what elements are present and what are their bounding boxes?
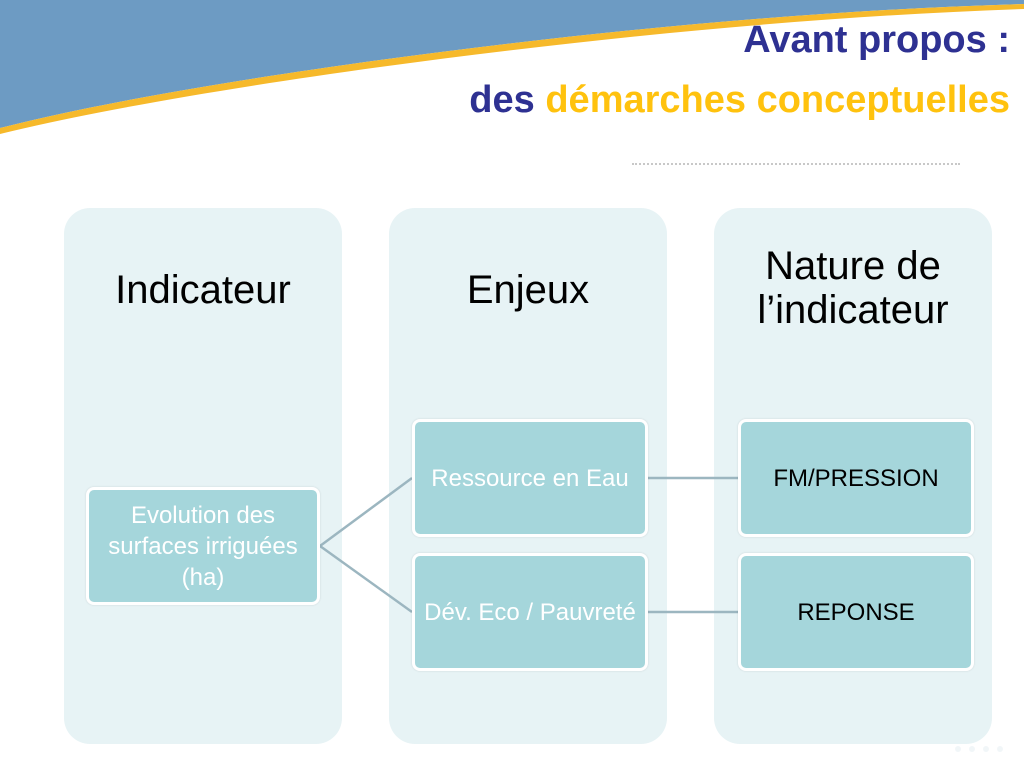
banner-blue-wave	[0, 0, 1024, 128]
node-dev-eco-pauvrete: Dév. Eco / Pauvreté	[412, 553, 648, 671]
node-reponse-label: REPONSE	[797, 598, 915, 626]
node-ressource-label: Ressource en Eau	[431, 464, 629, 492]
column-header-nature: Nature de l’indicateur	[757, 244, 949, 332]
slide-title-line2: des démarches conceptuelles	[469, 78, 1010, 122]
node-ressource-eau: Ressource en Eau	[412, 419, 648, 537]
node-fm-label: FM/PRESSION	[773, 464, 939, 492]
column-header-indicateur: Indicateur	[115, 268, 291, 312]
header-banner	[0, 0, 1024, 134]
node-evolution-label: Evolution des surfaces irriguées (ha)	[108, 501, 298, 591]
title-accent: démarches conceptuelles	[545, 79, 1010, 121]
node-reponse: REPONSE	[738, 553, 974, 671]
column-indicateur: Indicateur	[64, 208, 342, 744]
column-header-enjeux: Enjeux	[466, 268, 590, 312]
title-prefix: des	[469, 79, 535, 121]
footer-decoration	[955, 746, 1003, 752]
slide-title-line1: Avant propos :	[743, 19, 1010, 61]
node-fm-pression: FM/PRESSION	[738, 419, 974, 537]
node-dev-label: Dév. Eco / Pauvreté	[424, 598, 636, 626]
node-evolution-surfaces: Evolution des surfaces irriguées (ha)	[86, 487, 320, 605]
dotted-divider	[632, 163, 960, 165]
